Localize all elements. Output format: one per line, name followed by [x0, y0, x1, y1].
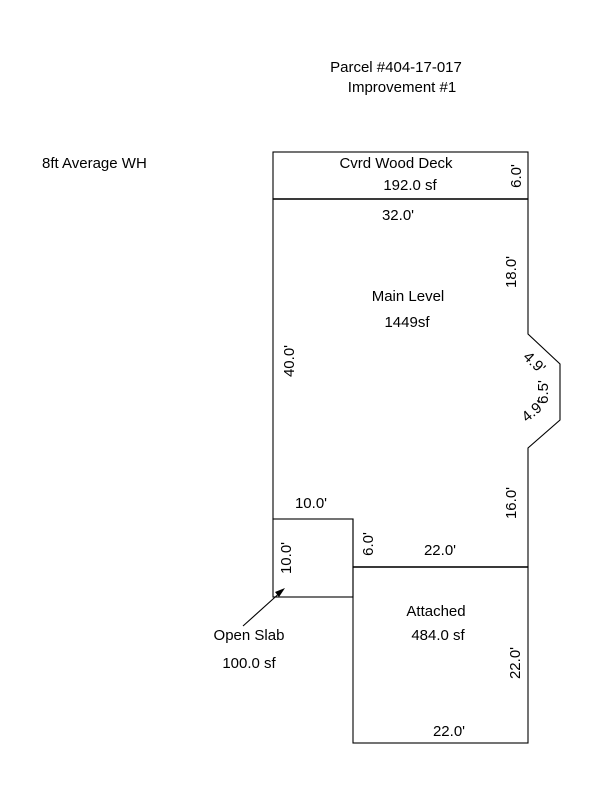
slab-leader-line	[242, 589, 284, 627]
main-width-dim: 32.0'	[382, 207, 414, 224]
main-area: 1449sf	[384, 314, 430, 331]
attached-outline	[352, 566, 529, 744]
slab-name: Open Slab	[214, 627, 285, 644]
improvement-number: Improvement #1	[348, 79, 456, 96]
parcel-number: Parcel #404-17-017	[330, 59, 462, 76]
attached-name: Attached	[406, 603, 465, 620]
main-name: Main Level	[372, 288, 445, 305]
wall-height-note: 8ft Average WH	[42, 155, 147, 172]
bay-upper-dim: 4.9'	[520, 348, 549, 377]
slab-width-dim: 10.0'	[295, 495, 327, 512]
slab-leader-arrow-icon	[275, 588, 285, 597]
main-right-lower-dim: 16.0'	[503, 487, 520, 519]
slab-area: 100.0 sf	[222, 655, 276, 672]
slab-outline	[272, 518, 354, 598]
deck-depth-dim: 6.0'	[508, 164, 525, 188]
main-left-dim: 40.0'	[281, 345, 298, 377]
slab-depth-dim: 10.0'	[278, 542, 295, 574]
deck-area: 192.0 sf	[383, 177, 437, 194]
attached-top-dim: 22.0'	[424, 542, 456, 559]
attached-bottom-dim: 22.0'	[433, 723, 465, 740]
bay-middle-dim: 6.5'	[535, 380, 552, 404]
main-right-upper-dim: 18.0'	[503, 256, 520, 288]
attached-right-dim: 22.0'	[507, 647, 524, 679]
notch-depth-dim: 6.0'	[360, 532, 377, 556]
deck-name: Cvrd Wood Deck	[339, 155, 453, 172]
attached-area: 484.0 sf	[411, 627, 465, 644]
